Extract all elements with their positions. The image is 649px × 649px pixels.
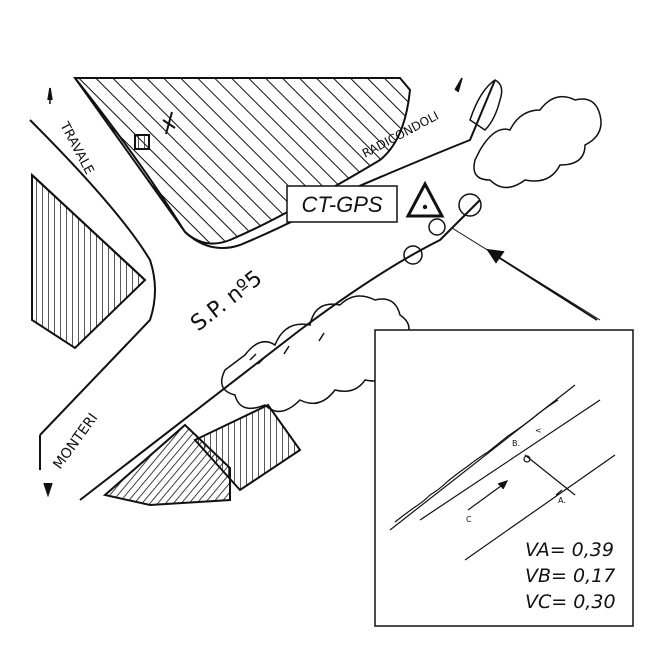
station-label-box: CT-GPS [286, 185, 398, 223]
inset-leader [451, 227, 601, 321]
building-block-west [31, 172, 147, 350]
road-label-sp5: S.P. nº5 [186, 266, 267, 337]
inset-marker-a: A. [558, 496, 566, 505]
road-label-monteri: MONTERI [50, 410, 101, 472]
direction-arrow-icon [43, 77, 463, 498]
inset-marker-c-upper: < [535, 426, 542, 435]
church-cross-icon [134, 111, 176, 150]
inset-panel: B. C A. < VA= 0,39 VB= 0,17 VC= 0,30 [374, 329, 634, 627]
reading-vb: VB= 0,17 [525, 565, 615, 587]
station-label: CT-GPS [301, 192, 382, 217]
triangle-station-icon [405, 180, 445, 218]
reading-vc: VC= 0,30 [525, 591, 616, 613]
vegetation [220, 79, 602, 413]
reading-va: VA= 0,39 [525, 539, 614, 561]
building-block-south [102, 403, 302, 507]
inset-marker-c: C [466, 515, 472, 524]
inset-marker-b: B. [512, 439, 520, 448]
